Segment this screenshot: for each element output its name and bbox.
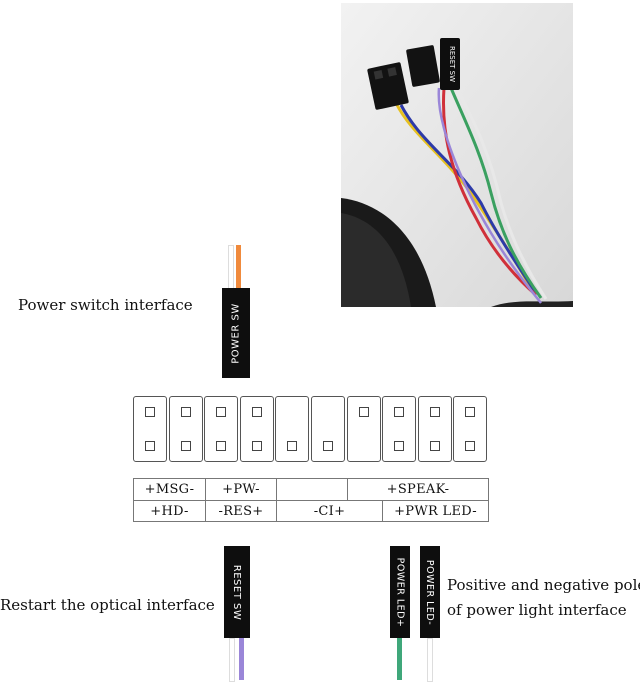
- pin-bottom: [394, 441, 405, 451]
- reset-sw-purple-wire: [239, 638, 244, 680]
- pin-top: [216, 407, 227, 417]
- cable-photo: RESET SW: [341, 3, 573, 307]
- label-hd: +HD-: [134, 501, 206, 522]
- label-empty: [277, 479, 348, 500]
- label-res: -RES+: [206, 501, 277, 522]
- reset-sw-white-wire: [229, 638, 235, 682]
- pin-column: [168, 396, 203, 462]
- pin-column: [453, 396, 488, 462]
- pin-column: [275, 396, 310, 462]
- power-sw-connector-label: POWER SW: [230, 302, 242, 364]
- power-led-plus-label: POWER LED+: [394, 557, 406, 627]
- power-sw-white-wire: [228, 245, 234, 292]
- pin-column: [382, 396, 417, 462]
- pin-column: [417, 396, 452, 462]
- pin-column: [204, 396, 239, 462]
- pin-column: [133, 396, 167, 462]
- pin-column: [346, 396, 381, 462]
- pin-top: [358, 407, 369, 417]
- pin-top: [180, 407, 191, 417]
- power-sw-connector: POWER SW: [222, 288, 250, 378]
- pin-top: [429, 407, 440, 417]
- pin-top: [145, 407, 155, 417]
- pin-bottom: [251, 441, 262, 451]
- power-switch-annotation: Power switch interface: [18, 296, 193, 314]
- label-ci: -CI+: [277, 501, 383, 522]
- pin-bottom: [429, 441, 440, 451]
- cable-photo-drawing: RESET SW: [341, 3, 573, 307]
- pin-bottom: [465, 441, 476, 451]
- pin-bottom: [180, 441, 191, 451]
- power-led-minus-wire: [427, 638, 433, 682]
- pin-bottom: [323, 441, 333, 451]
- label-msg: +MSG-: [134, 479, 206, 500]
- pin-top: [465, 407, 476, 417]
- pin-top: [394, 407, 405, 417]
- power-light-annotation-line1: Positive and negative pole: [447, 576, 640, 594]
- reset-sw-connector-label: RESET SW: [231, 564, 243, 620]
- pin-column: [239, 396, 274, 462]
- power-light-annotation-line2: of power light interface: [447, 601, 627, 619]
- power-sw-orange-wire: [236, 245, 241, 290]
- header-label-table: +MSG- +PW- +SPEAK- +HD- -RES+ -CI+ +PWR …: [133, 478, 489, 522]
- pin-bottom: [145, 441, 155, 451]
- pin-bottom: [216, 441, 227, 451]
- label-pwr-led: +PWR LED-: [394, 504, 477, 519]
- pin-bottom: [287, 441, 298, 451]
- power-led-plus-connector: POWER LED+: [390, 546, 410, 638]
- pin-top: [251, 407, 262, 417]
- restart-annotation: Restart the optical interface: [0, 596, 215, 614]
- pin-column: [311, 396, 345, 462]
- power-led-plus-wire: [397, 638, 402, 680]
- power-led-minus-connector: POWER LED-: [420, 546, 440, 638]
- photo-reset-label: RESET SW: [448, 46, 456, 82]
- label-pw: +PW-: [206, 479, 277, 500]
- label-speak: +SPEAK-: [386, 482, 450, 497]
- power-led-minus-label: POWER LED-: [424, 559, 436, 625]
- reset-sw-connector: RESET SW: [224, 546, 250, 638]
